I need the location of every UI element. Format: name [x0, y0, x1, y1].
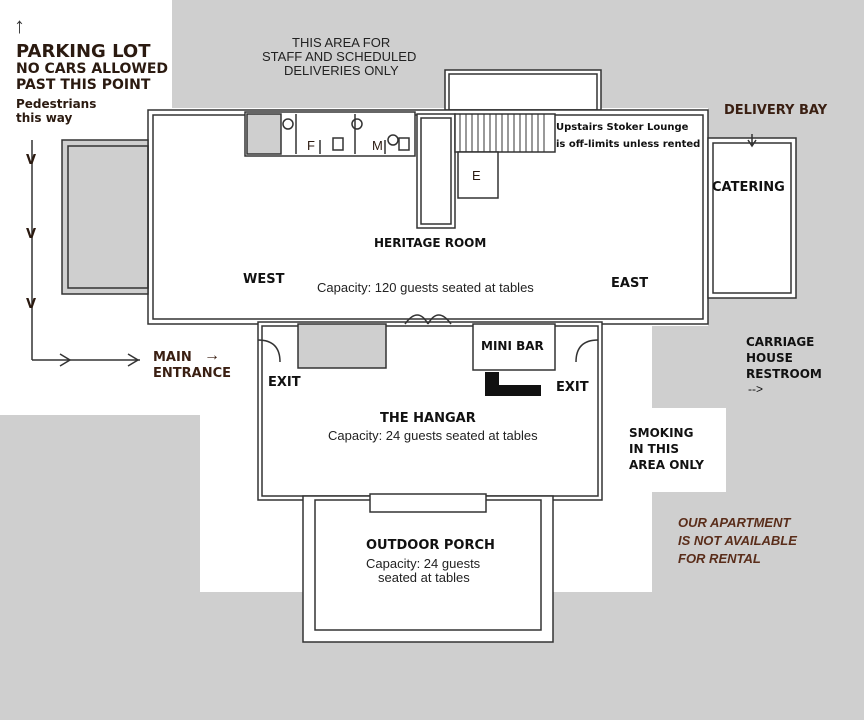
- carriage-arrow: -->: [748, 382, 763, 396]
- catering-label: CATERING: [712, 180, 785, 195]
- pedestrians-line1: Pedestrians: [16, 97, 97, 111]
- stoker-note-line2: is off-limits unless rented: [556, 139, 701, 150]
- heritage-room-title: HERITAGE ROOM: [374, 236, 487, 250]
- path-chevron-1: V: [26, 153, 37, 168]
- porch-capacity-line1: Capacity: 24 guests: [366, 556, 481, 571]
- exit-right-label: EXIT: [556, 380, 589, 395]
- parking-lot-title: PARKING LOT: [16, 41, 151, 62]
- delivery-bay-label: DELIVERY BAY: [724, 103, 828, 118]
- smoking-line1: SMOKING: [629, 426, 694, 440]
- smoking-line2: IN THIS: [629, 442, 680, 456]
- no-cars-line1: NO CARS ALLOWED: [16, 61, 169, 77]
- east-label: EAST: [611, 276, 649, 291]
- mens-restroom-label: M: [372, 138, 383, 153]
- elevator-label: E: [472, 168, 481, 183]
- staff-area-line2: STAFF AND SCHEDULED: [262, 49, 417, 64]
- right-arrow-icon: →: [204, 347, 220, 364]
- staff-area-line3: DELIVERIES ONLY: [284, 63, 399, 78]
- no-cars-line2: PAST THIS POINT: [16, 77, 151, 93]
- hangar-capacity: Capacity: 24 guests seated at tables: [328, 428, 538, 443]
- staff-area-line1: THIS AREA FOR: [292, 35, 391, 50]
- up-arrow-icon: ↑: [14, 13, 25, 38]
- west-label: WEST: [243, 272, 285, 287]
- carriage-line3: RESTROOM: [746, 367, 822, 381]
- hangar-title: THE HANGAR: [380, 411, 476, 426]
- carriage-line2: HOUSE: [746, 351, 793, 365]
- mini-bar-label: MINI BAR: [481, 339, 544, 353]
- pedestrians-line2: this way: [16, 111, 73, 125]
- apartment-line1: OUR APARTMENT: [678, 515, 791, 530]
- stoker-note-line1: Upstairs Stoker Lounge: [556, 122, 689, 133]
- main-entrance-line2: ENTRANCE: [153, 366, 231, 381]
- carriage-line1: CARRIAGE: [746, 335, 815, 349]
- porch-capacity-line2: seated at tables: [378, 570, 470, 585]
- porch-title: OUTDOOR PORCH: [366, 538, 495, 553]
- heritage-capacity: Capacity: 120 guests seated at tables: [317, 280, 534, 295]
- right-upper-area: [600, 336, 652, 416]
- path-chevron-3: V: [26, 297, 37, 312]
- womens-restroom-label: F: [307, 138, 315, 153]
- apartment-line3: FOR RENTAL: [678, 551, 761, 566]
- path-chevron-2: V: [26, 227, 37, 242]
- main-entrance-line1: MAIN: [153, 350, 192, 365]
- right-lower-area: [600, 408, 726, 492]
- apartment-line2: IS NOT AVAILABLE: [678, 533, 797, 548]
- smoking-line3: AREA ONLY: [629, 458, 704, 472]
- exit-left-label: EXIT: [268, 375, 301, 390]
